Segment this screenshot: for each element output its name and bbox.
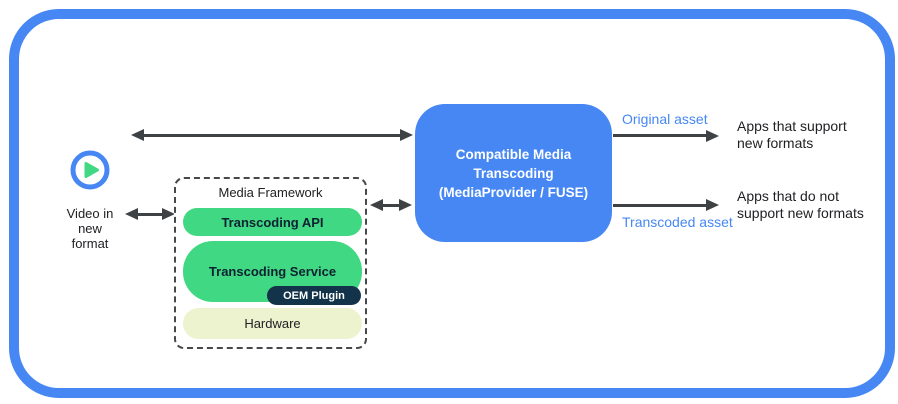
arrowhead-right-icon <box>706 199 719 211</box>
framework-transcoder-arrow-line <box>381 203 402 207</box>
source-label: Video in new format <box>66 206 114 251</box>
source-framework-arrow-line <box>136 213 164 216</box>
arrowhead-left-icon <box>125 208 138 220</box>
apps-not-support-new-formats-label: Apps that do not support new formats <box>737 188 864 221</box>
transcoding-api-pill: Transcoding API <box>183 208 362 236</box>
media-framework-box: Media Framework Transcoding API Transcod… <box>174 177 367 349</box>
transcoded-asset-arrow-line <box>613 203 708 207</box>
oem-plugin-pill: OEM Plugin <box>267 286 361 305</box>
arrowhead-right-icon <box>399 199 412 211</box>
original-asset-label: Original asset <box>622 111 708 127</box>
arrowhead-left-icon <box>370 199 383 211</box>
transcoded-asset-label: Transcoded asset <box>622 214 733 230</box>
source-transcoder-arrow-line <box>142 133 402 137</box>
original-asset-arrow-line <box>613 134 708 137</box>
arrowhead-right-icon <box>400 129 413 141</box>
compatible-media-transcoding-box: Compatible Media Transcoding (MediaProvi… <box>415 104 612 242</box>
apps-support-new-formats-label: Apps that support new formats <box>737 118 847 151</box>
hardware-pill: Hardware <box>183 308 362 339</box>
arrowhead-right-icon <box>162 208 175 220</box>
diagram-border <box>9 9 895 398</box>
media-framework-title: Media Framework <box>218 185 323 200</box>
arrowhead-left-icon <box>131 129 144 141</box>
arrowhead-right-icon <box>706 129 719 142</box>
play-icon <box>70 150 110 190</box>
